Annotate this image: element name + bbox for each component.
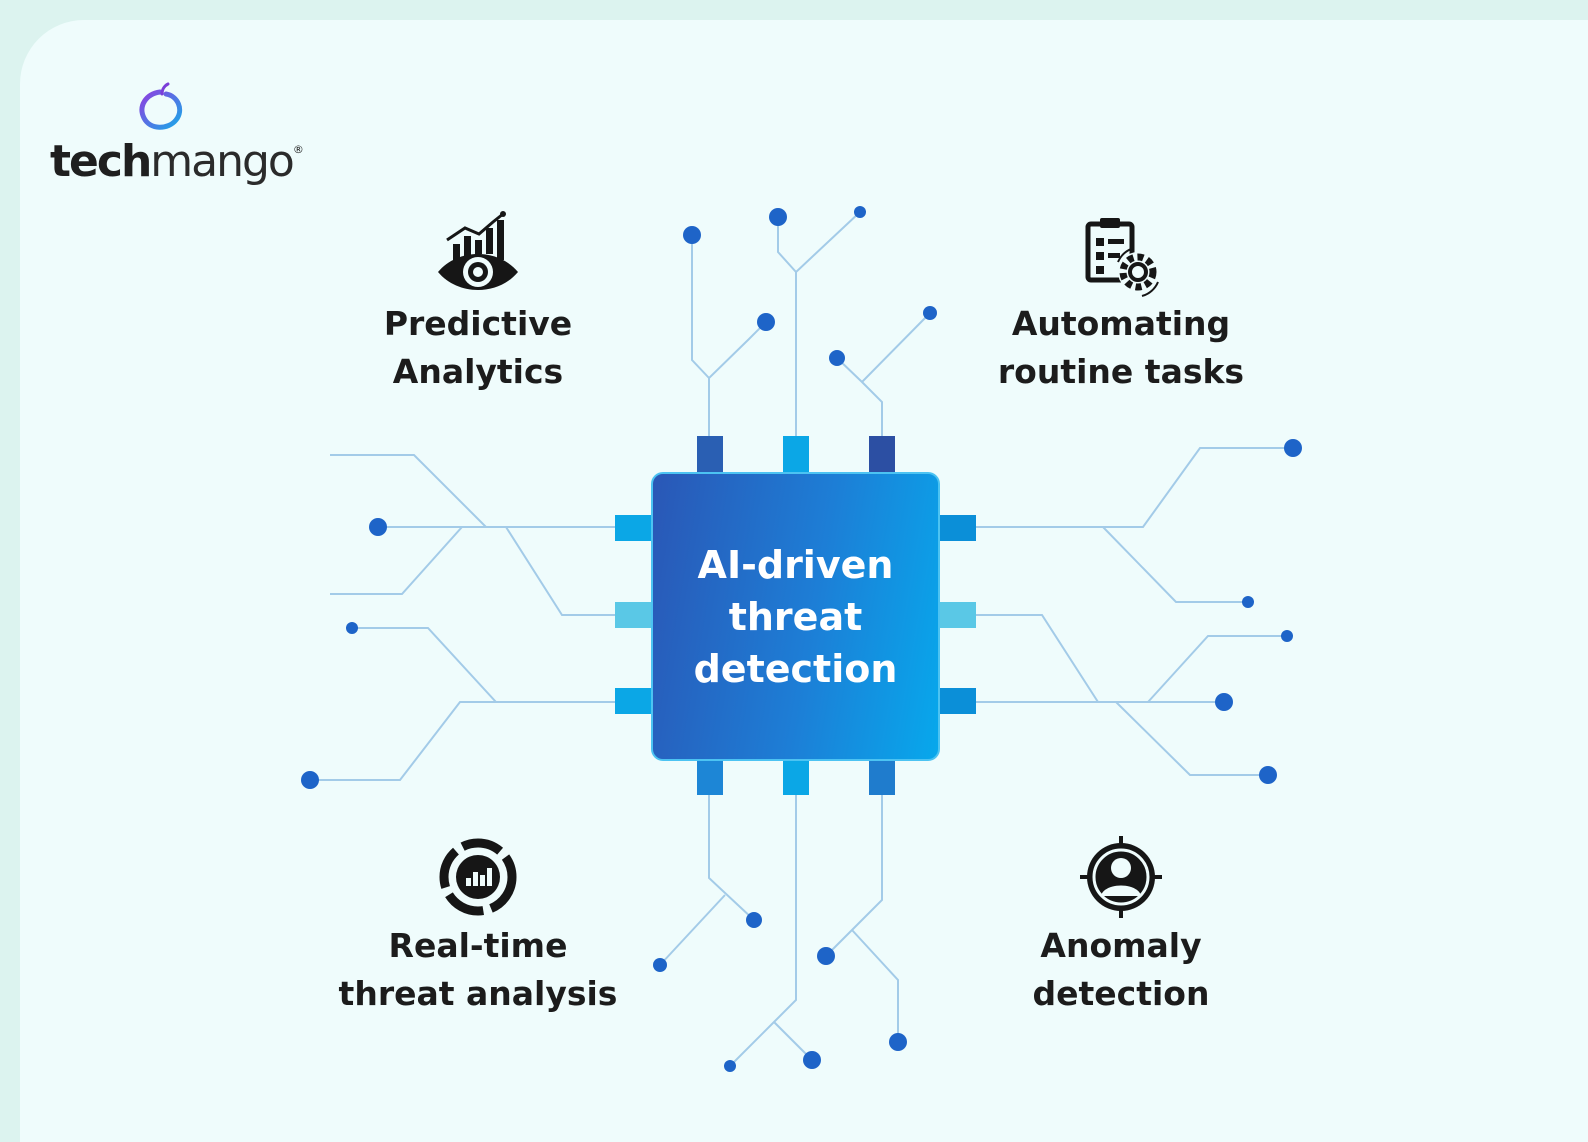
chart-cycle-icon [439, 838, 517, 916]
logo-wordmark: techmango® [50, 140, 304, 184]
feature-label: Anomaly detection [1032, 926, 1210, 1013]
logo-registered-mark: ® [292, 143, 304, 156]
feature-automating-routine-tasks: Automating routine tasks [941, 210, 1301, 396]
mango-outline-icon [139, 82, 183, 130]
logo-brand-strong: tech [50, 136, 152, 187]
feature-anomaly-detection: Anomaly detection [941, 832, 1301, 1018]
feature-label: Automating routine tasks [997, 304, 1245, 391]
chip-pins [615, 436, 976, 795]
chip-label: AI-driven threat detection [693, 542, 898, 691]
feature-label: Real-time threat analysis [338, 926, 618, 1013]
techmango-logo: techmango® [50, 82, 304, 202]
feature-label: Predictive Analytics [383, 304, 573, 391]
ai-chip: AI-driven threat detection [651, 472, 940, 761]
feature-real-time-threat-analysis: Real-time threat analysis [298, 832, 658, 1018]
user-target-icon [1080, 836, 1162, 918]
eye-analytics-chart-icon [438, 211, 518, 290]
clipboard-gear-icon [1085, 218, 1159, 297]
logo-brand-light: mango [150, 136, 295, 187]
feature-predictive-analytics: Predictive Analytics [298, 210, 658, 396]
